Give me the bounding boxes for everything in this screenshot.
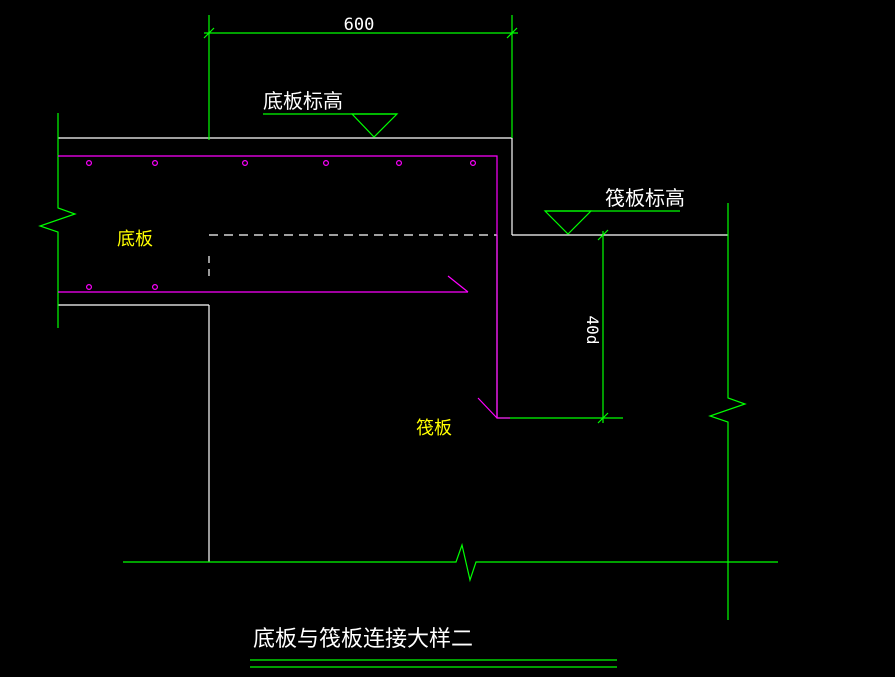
dim-600-label: 600 bbox=[344, 15, 375, 35]
raft-elevation-triangle bbox=[543, 210, 593, 235]
right-break-line bbox=[708, 203, 747, 620]
dimension-lines bbox=[38, 15, 778, 668]
rebar-dot bbox=[152, 284, 159, 291]
top-rebar bbox=[58, 155, 510, 419]
raft-elevation-label: 筏板标高 bbox=[605, 186, 685, 210]
rebar-dot bbox=[323, 160, 330, 167]
raft-label: 筏板 bbox=[416, 418, 452, 439]
top-rebar-hook bbox=[477, 397, 498, 419]
bottom-rebar-hook bbox=[447, 275, 469, 293]
left-break-line bbox=[38, 113, 77, 328]
rebar-dot bbox=[242, 160, 249, 167]
rebar-dot bbox=[85, 160, 92, 167]
rebar bbox=[58, 155, 510, 419]
base-slab-elevation-label: 底板标高 bbox=[263, 89, 343, 113]
base-slab-label: 底板 bbox=[117, 229, 153, 250]
dim-600-tick-right bbox=[506, 27, 518, 39]
dim-600-tick-left bbox=[203, 27, 215, 39]
base-slab-elevation-triangle bbox=[350, 113, 399, 138]
rebar-dot bbox=[396, 160, 403, 167]
dim-40d-tick-top bbox=[597, 229, 609, 241]
rebar-dot bbox=[85, 284, 92, 291]
rebar-dot bbox=[470, 160, 477, 167]
bottom-break-line bbox=[123, 542, 778, 583]
dim-40d-label: 40d bbox=[583, 316, 602, 345]
rebar-dot bbox=[152, 160, 159, 167]
drawing-title: 底板与筏板连接大样二 bbox=[253, 627, 473, 652]
